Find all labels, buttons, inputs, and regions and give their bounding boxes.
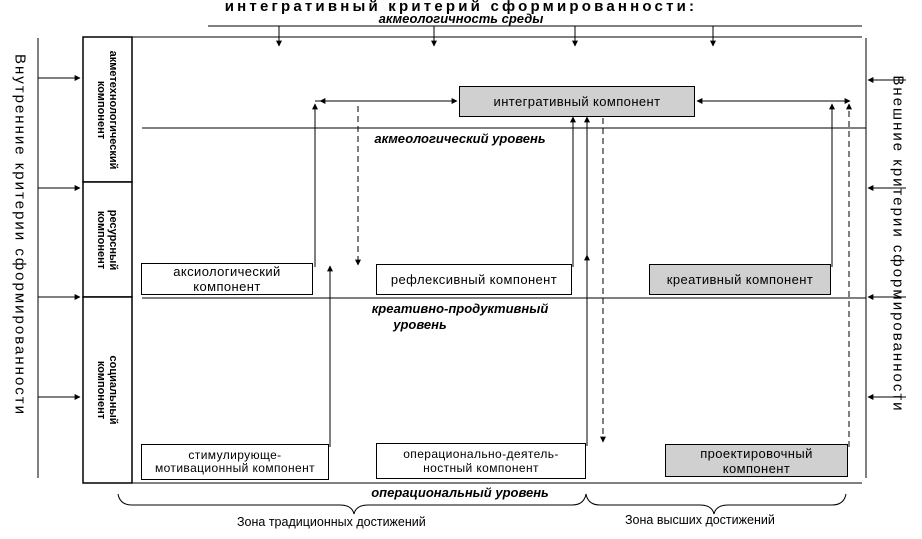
- operational-level-label: операциональный уровень: [371, 485, 549, 500]
- axiological-component-box: аксиологический компонент: [141, 263, 313, 295]
- creative-level-label-line2: уровень: [393, 317, 447, 332]
- column-label-akmetech: акметехнологический компонент: [95, 50, 119, 170]
- operational-component-box: операционально-деятель-ностный компонент: [376, 443, 586, 479]
- header-title: интегративный критерий сформированности:: [224, 0, 698, 15]
- column-box-social: [82, 296, 133, 484]
- creative-level-label-line1: креативно-продуктивный: [371, 301, 549, 316]
- column-box-akmetech: [82, 36, 133, 183]
- reflexive-component-box: рефлексивный компонент: [376, 264, 572, 295]
- brace-higher: [585, 493, 847, 515]
- zone-higher-label: Зона высших достижений: [625, 513, 775, 527]
- akmeological-level-label: акмеологический уровень: [374, 131, 546, 146]
- integrative-component-box: интегративный компонент: [459, 86, 695, 117]
- column-label-social: социальный компонент: [95, 355, 119, 425]
- creative-component-box: креативный компонент: [649, 264, 831, 295]
- stimulating-component-box: стимулирующе-мотивационный компонент: [141, 444, 329, 480]
- brace-traditional: [117, 493, 587, 515]
- external-criteria-label: Внешние критерии сформированности: [889, 75, 907, 413]
- column-label-resource: ресурсный компонент: [95, 209, 119, 271]
- header-subtitle: акмеологичность среды: [378, 11, 544, 26]
- design-component-box: проектировочный компонент: [665, 444, 848, 477]
- internal-criteria-label: Внутренние критерии сформированности: [11, 53, 29, 417]
- zone-traditional-label: Зона традиционных достижений: [237, 515, 426, 529]
